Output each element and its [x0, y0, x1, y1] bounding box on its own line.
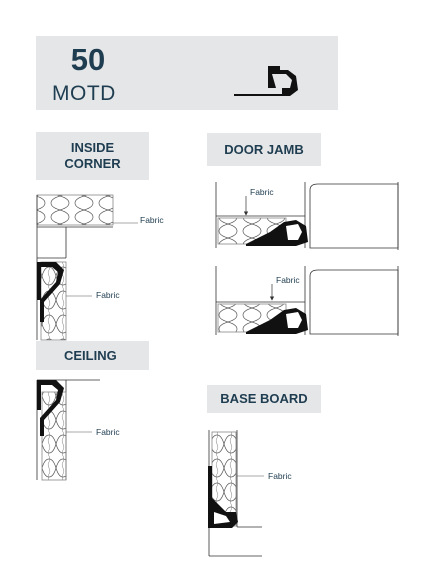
- ceiling-header: CEILING: [36, 341, 149, 370]
- inside-corner-diagram: [36, 194, 138, 341]
- fabric-label-base-board: Fabric: [268, 471, 292, 481]
- fabric-label-inside-corner-2: Fabric: [96, 290, 120, 300]
- base-board-diagram: [208, 430, 264, 557]
- ceiling-title: CEILING: [64, 347, 117, 363]
- model-name: MOTD: [52, 82, 116, 105]
- door-jamb-diagram-2: [215, 266, 399, 336]
- fabric-label-inside-corner: Fabric: [140, 215, 164, 225]
- door-jamb-header: DOOR JAMB: [207, 133, 321, 166]
- ceiling-diagram: [36, 379, 100, 481]
- ceiling-profile: [37, 380, 64, 436]
- inside-corner-insulation-top: [36, 194, 114, 226]
- inside-corner-title: INSIDE CORNER: [64, 140, 121, 171]
- fabric-label-door-jamb-1: Fabric: [250, 187, 274, 197]
- fabric-label-ceiling: Fabric: [96, 427, 120, 437]
- door-jamb-diagram-1: [215, 182, 399, 250]
- base-board-title: BASE BOARD: [220, 391, 308, 406]
- door-jamb-title: DOOR JAMB: [224, 141, 304, 157]
- base-board-header: BASE BOARD: [207, 385, 321, 413]
- fabric-label-door-jamb-2: Fabric: [276, 275, 300, 285]
- inside-corner-profile: [37, 262, 64, 322]
- profile-icon: [234, 66, 298, 96]
- model-number: 50: [70, 42, 106, 77]
- inside-corner-header: INSIDE CORNER: [36, 132, 149, 180]
